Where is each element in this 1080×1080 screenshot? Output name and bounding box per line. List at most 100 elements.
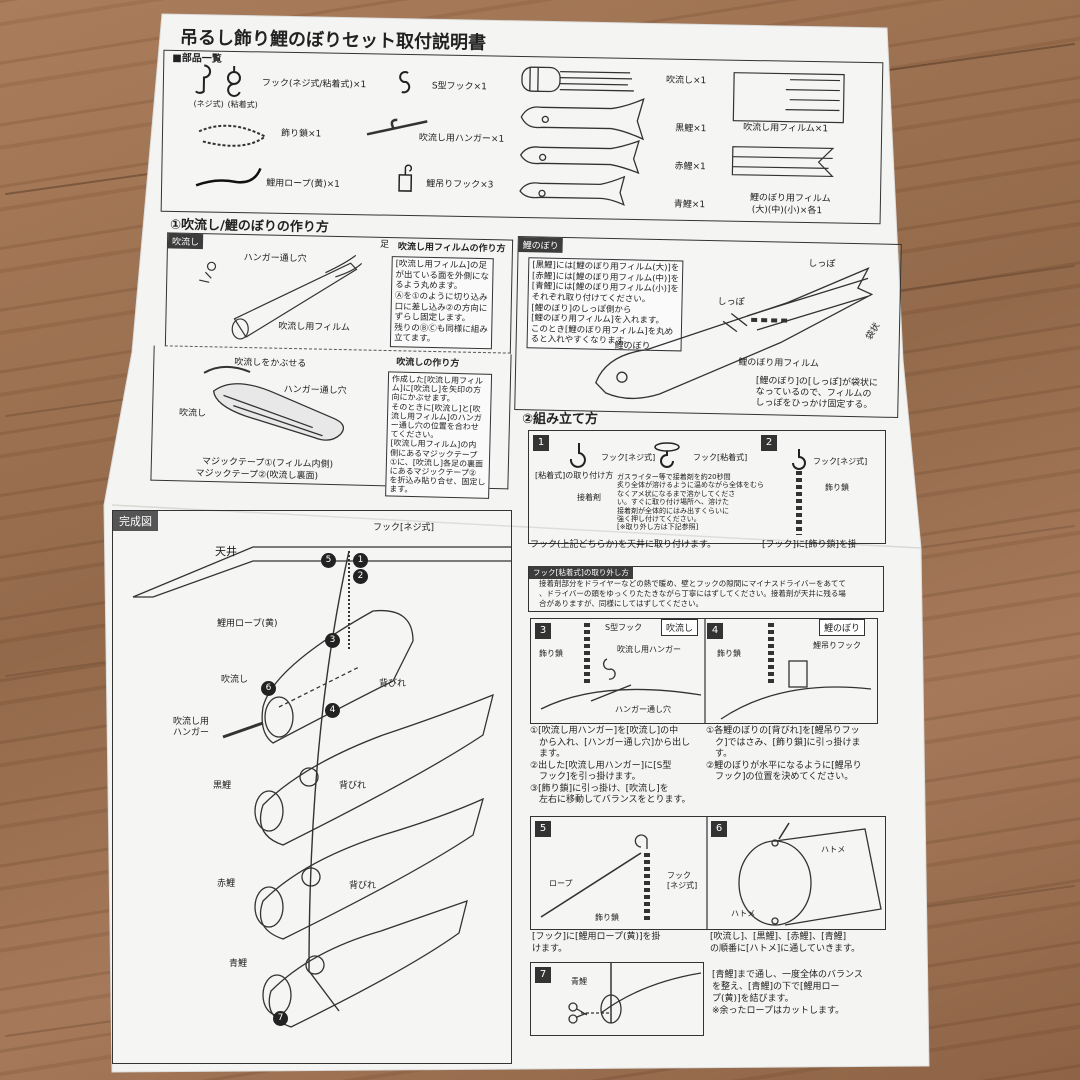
hanger-label: 吹流し用ハンガー×1 (418, 133, 505, 145)
steps-5-6-box: 5 6 ロープ フック[ネジ式] 飾り鎖 ハトメ ハトメ (530, 816, 886, 930)
koi-parts-drawings (519, 66, 645, 206)
cover-label: 吹流しをかぶせる (234, 357, 307, 370)
step-marker-4: 4 (325, 703, 340, 718)
step-1-badge: 1 (533, 435, 549, 451)
koi-film-drawing (731, 146, 835, 178)
s-hook-icon (399, 71, 411, 94)
kansei-sebire-1: 背びれ (379, 679, 407, 689)
tail-label: しっぽ (808, 259, 836, 270)
fukinagashi-film-drawing (732, 72, 845, 124)
screw-hook-icon (569, 443, 586, 468)
hook-screw-label: (ネジ式) (193, 99, 224, 109)
step5-hook: フック[ネジ式] (667, 871, 698, 890)
chain-icon (198, 124, 267, 147)
step3-hole: ハンガー通し穴 (615, 705, 671, 714)
koi-nobori-box: 鯉のぼり [黒鯉]には[鯉のぼり用フィルム(大)]を[赤鯉]には[鯉のぼり用フィ… (514, 235, 902, 419)
adhesive-title: [粘着式]の取り付け方 (535, 471, 614, 480)
hanger-hole-label: ハンガー通し穴 (243, 252, 307, 265)
step2-chain: 飾り鎖 (825, 483, 849, 492)
make-box-text: 作成した[吹流し用フィルム]に[吹流し]を矢印の方 向にかぶせます。そのときに[… (385, 371, 493, 500)
adhesive-label: 接着剤 (577, 493, 601, 502)
adhesive-hook-icon (654, 442, 680, 468)
clip-icon (398, 164, 413, 192)
step3-text: ①[吹流し用ハンガー]を[吹流し]の中 から入れ、[ハンガー通し穴]から出し ま… (530, 726, 691, 806)
step3-chain: 飾り鎖 (539, 649, 563, 658)
step-5-badge: 5 (535, 821, 551, 837)
step6-hatome-1: ハトメ (821, 845, 846, 854)
step5-text: [フック]に[鯉用ロープ(黄)]を掛けます。 (532, 932, 661, 954)
kansei-black-label: 黒鯉 (213, 781, 232, 791)
kansei-red-label: 赤鯉 (217, 879, 236, 889)
step-7-badge: 7 (535, 967, 551, 983)
steps-1-2-box: 1 フック[ネジ式] フック[粘着式] 2 フック[ネジ式] 飾り鎖 [粘着式]… (528, 430, 886, 544)
rope-label: 鯉用ロープ(黄)×1 (266, 178, 340, 190)
fuki-film-label: 吹流し用フィルム (278, 321, 351, 334)
step-marker-3: 3 (325, 633, 340, 648)
hanger-icon (366, 118, 428, 136)
step-7-drawing (568, 963, 702, 1024)
step1-caption: フック(上記どちらか)を天井に取り付けます。 (530, 540, 717, 550)
step2-hook-screw: フック[ネジ式] (813, 457, 868, 466)
step6-hatome-2: ハトメ (731, 909, 756, 918)
koi-film-sizes: (大)(中)(小)×各1 (751, 205, 823, 217)
leg-label: 足 (379, 239, 390, 251)
ceiling-label: 天井 (215, 545, 237, 558)
kansei-rope-label: 鯉用ロープ(黄) (217, 619, 278, 629)
completed-tab: 完成図 (113, 511, 158, 531)
section2-heading: ②組み立て方 (522, 412, 599, 427)
step-2-badge: 2 (761, 435, 777, 451)
koi-film-label: 鯉のぼり用フィルム (749, 192, 831, 205)
kansei-hanger-label: 吹流し用ハンガー (173, 717, 210, 738)
kansei-hook-label: フック[ネジ式] (373, 523, 435, 533)
step7-text: [青鯉]まで通し、一度全体のバランスを整え、[青鯉]の下で[鯉用ロー プ(黄)]… (712, 970, 863, 1016)
step5-chain: 飾り鎖 (595, 913, 619, 922)
film-box-title: 吹流し用フィルムの作り方 (397, 242, 506, 255)
hanger-hole-label-2: ハンガー通し穴 (283, 384, 347, 397)
step7-blue: 青鯉 (571, 977, 587, 986)
kansei-fuki-label: 吹流し (221, 675, 249, 685)
step-6-badge: 6 (711, 821, 727, 837)
step4-koi-tag: 鯉のぼり (819, 619, 866, 636)
tail-label-2: しっぽ (717, 297, 745, 308)
steps-5-6-drawing (540, 817, 882, 929)
make-box-title: 吹流しの作り方 (396, 357, 460, 370)
step-marker-5: 5 (321, 553, 336, 568)
s-hook-label: S型フック×1 (431, 81, 487, 93)
film-assembly-drawing (199, 254, 363, 340)
removal-text: 接着剤部分をドライヤーなどの熱で暖め、壁とフックの隙間にマイナスドライバーをあて… (539, 579, 846, 608)
koi-tab: 鯉のぼり (518, 237, 563, 253)
step-marker-2: 2 (353, 569, 368, 584)
kansei-blue-label: 青鯉 (229, 959, 248, 969)
chain-on-hook-drawing (792, 449, 806, 535)
koi-note: [鯉のぼり]の[しっぽ]が袋状になっているので、フィルムのしっぽをひっかけ固定す… (755, 376, 879, 411)
fukinagashi-cover-drawing (203, 365, 345, 441)
chain-label: 飾り鎖×1 (280, 128, 322, 140)
steps-3-4-drawing (540, 619, 872, 723)
steps-3-4-box: 3 吹流し 4 鯉のぼり S型フック 飾り鎖 吹流し用ハンガー ハンガー通し穴 … (530, 618, 878, 724)
step-marker-7: 7 (273, 1011, 288, 1026)
step3-s-hook: S型フック (605, 623, 643, 632)
fuki-label: 吹流し (178, 408, 207, 419)
step-marker-6: 6 (261, 681, 276, 696)
step6-text: [吹流し]、[黒鯉]、[赤鯉]、[青鯉]の順番に[ハトメ]に通していきます。 (710, 932, 861, 954)
step1-hook-screw: フック[ネジ式] (601, 453, 656, 462)
step4-text: ①各鯉のぼりの[背びれ]を[鯉吊りフッ ク]ではさみ、[飾り鎖]に引っ掛けま す… (706, 726, 862, 783)
clip-label: 鯉吊りフック×3 (426, 179, 494, 191)
fukinagashi-label: 吹流し×1 (665, 75, 707, 87)
adhesive-text: ガスライター等で接着剤を約20秒間炙り全体が溶けるように温めながら全体をむら な… (617, 473, 764, 532)
step-3-badge: 3 (535, 623, 551, 639)
removal-box: フック[粘着式]の取り外し方 接着剤部分をドライヤーなどの熱で暖め、壁とフックの… (528, 566, 884, 612)
fukinagashi-film-box: 吹流し ハンガー通し穴 足 吹流し用フィルム 吹流し用フィルムの作り方 [吹流し… (164, 232, 514, 354)
koi-label: 鯉のぼり (614, 341, 651, 352)
step5-rope: ロープ (549, 879, 573, 888)
completed-figure-box: 完成図 天井 フック[ネジ式] 5 1 2 3 6 4 (112, 510, 512, 1064)
step-4-badge: 4 (707, 623, 723, 639)
step-marker-1: 1 (353, 553, 368, 568)
step2-caption: [フック]に[飾り鎖]を掛 (762, 540, 858, 550)
velcro2-label: マジックテープ②(吹流し裏面) (195, 468, 319, 482)
koi-film-inline-label: 鯉のぼり用フィルム (738, 357, 819, 370)
completed-figure-drawing (132, 546, 511, 1028)
kansei-sebire-2: 背びれ (339, 781, 367, 791)
